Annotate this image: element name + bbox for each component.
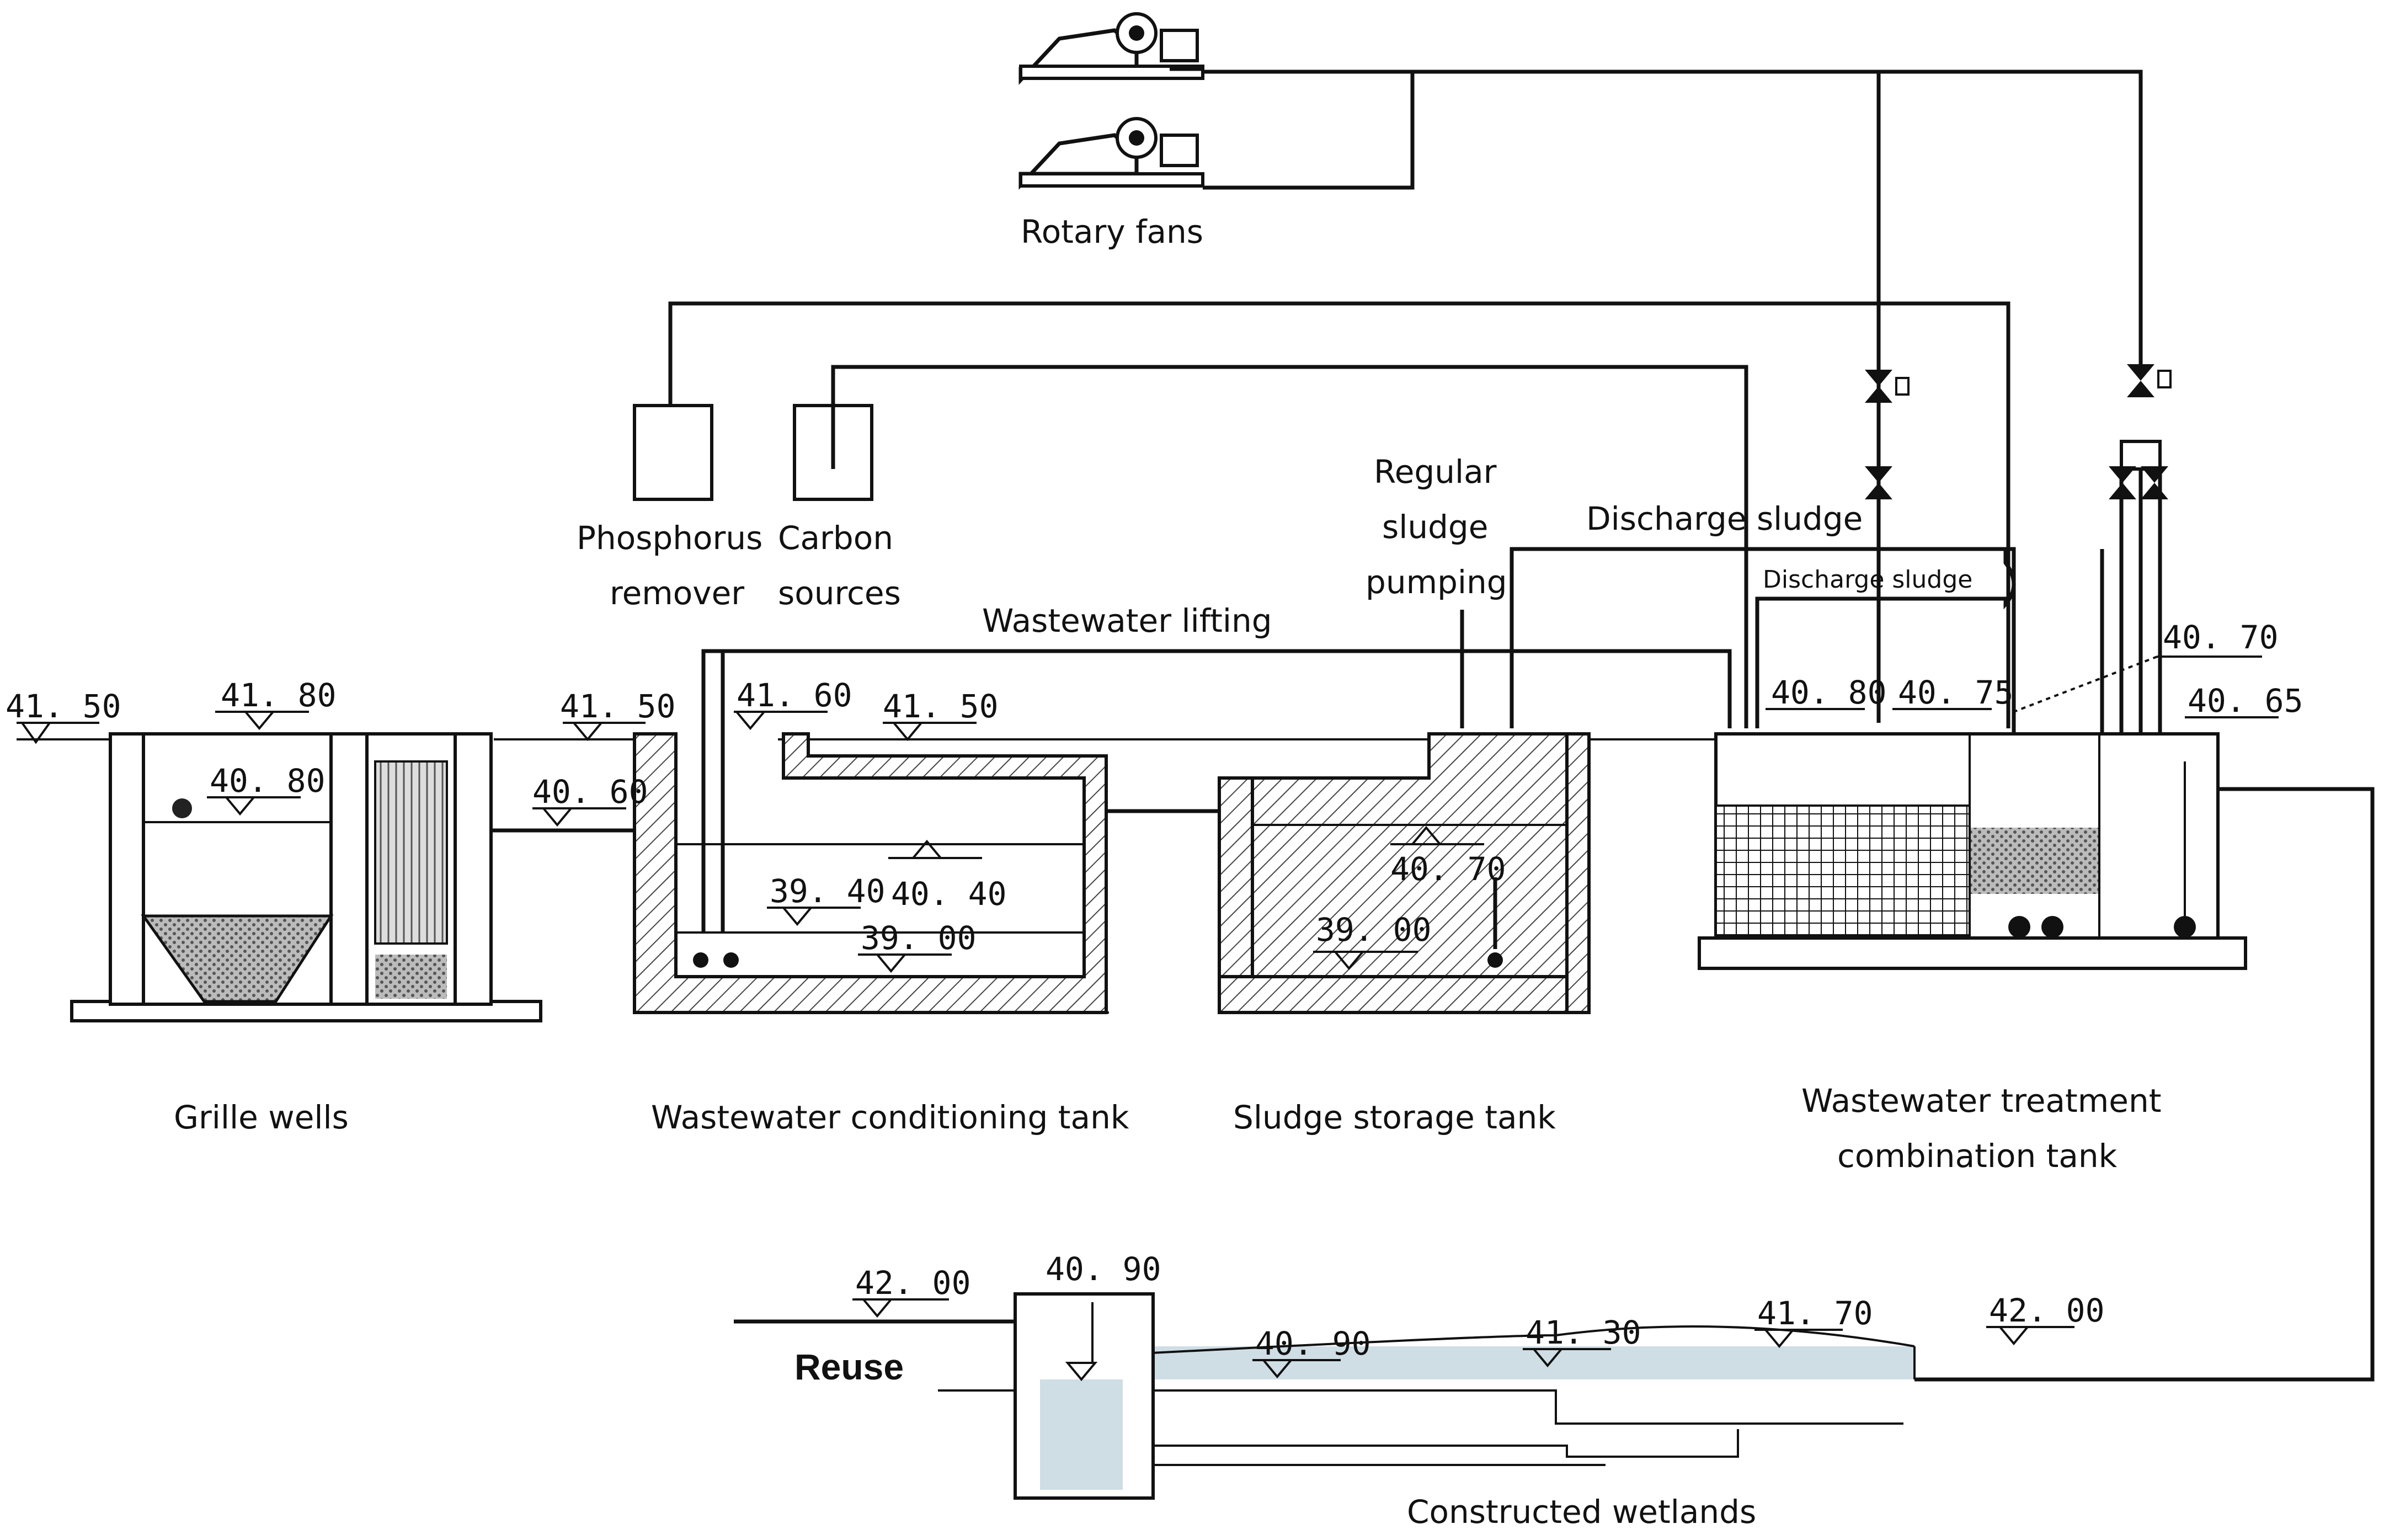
air-valves — [1865, 364, 2172, 784]
elevation-markers: 41. 50 41. 80 40. 80 41. 50 40. 60 41. 6… — [6, 619, 2303, 1382]
elev-sludge-water: 40. 70 — [1390, 825, 1506, 888]
elev-inlet: 40. 60 — [532, 773, 648, 827]
svg-text:41. 80: 41. 80 — [221, 676, 337, 714]
wastewater-lifting-pipe — [701, 649, 1732, 932]
regular-sludge-label-1: Regular — [1374, 453, 1497, 491]
elev-grille-water: 40. 80 — [207, 762, 326, 816]
elev-wet-4: 42. 00 — [1986, 1292, 2105, 1346]
regular-sludge-label-3: pumping — [1366, 563, 1507, 601]
sludge-storage-tank-label: Sludge storage tank — [1233, 1099, 1556, 1136]
svg-text:41. 50: 41. 50 — [883, 688, 999, 725]
constructed-wetlands — [1119, 1325, 1916, 1466]
svg-text:40. 90: 40. 90 — [1255, 1325, 1371, 1362]
treatment-tank-label-2: combination tank — [1837, 1137, 2118, 1175]
wastewater-lifting-label: Wastewater lifting — [982, 602, 1272, 640]
elev-grille-top: 41. 80 — [215, 676, 337, 731]
elev-wet-1: 40. 90 — [1252, 1325, 1371, 1379]
elev-wet-2: 41. 30 — [1523, 1314, 1641, 1368]
elev-ground-mid: 41. 50 — [560, 688, 676, 742]
grille-wells-label: Grille wells — [174, 1099, 349, 1136]
elev-cond-ground: 41. 50 — [883, 688, 999, 742]
elev-ground-left: 41. 50 — [6, 688, 121, 744]
svg-text:40. 90: 40. 90 — [1046, 1250, 1161, 1288]
svg-text:40. 70: 40. 70 — [1390, 850, 1506, 888]
phosphorus-label-1: Phosphorus — [577, 519, 762, 557]
svg-text:40. 70: 40. 70 — [2163, 619, 2279, 656]
carbon-label-1: Carbon — [778, 519, 893, 557]
svg-text:40. 80: 40. 80 — [1771, 674, 1887, 711]
sludge-storage-tank — [1218, 732, 1591, 1014]
elev-treat-a: 40. 80 — [1766, 674, 1887, 711]
elev-treat-b: 40. 75 — [1892, 674, 2014, 711]
svg-text:39. 40: 39. 40 — [770, 872, 886, 910]
constructed-wetlands-label: Constructed wetlands — [1407, 1493, 1756, 1531]
carbon-label-2: sources — [778, 574, 901, 612]
phosphorus-label-2: remover — [610, 574, 744, 612]
discharge-sludge-inner-label: Discharge sludge — [1763, 566, 1972, 594]
svg-text:42. 00: 42. 00 — [1989, 1292, 2105, 1329]
svg-text:40. 80: 40. 80 — [210, 762, 326, 800]
rotary-fan-2 — [1018, 117, 1204, 190]
svg-text:41. 50: 41. 50 — [560, 688, 676, 725]
elev-wet-well: 40. 90 — [1046, 1250, 1161, 1382]
elev-wet-3: 41. 70 — [1754, 1294, 1873, 1349]
elev-cond-top: 41. 60 — [734, 676, 852, 731]
regular-sludge-label-2: sludge — [1382, 508, 1488, 546]
grille-wells — [70, 732, 651, 1022]
svg-text:39. 00: 39. 00 — [1316, 911, 1432, 948]
conditioning-tank-label: Wastewater conditioning tank — [651, 1099, 1129, 1136]
elev-cond-bottom: 39. 00 — [858, 919, 977, 973]
elev-cond-high: 40. 40 — [888, 839, 1007, 913]
rotary-fan-1 — [1018, 12, 1204, 85]
elev-cond-low: 39. 40 — [767, 872, 886, 926]
discharge-sludge-inner-line — [1755, 549, 2016, 728]
elev-treat-c: 40. 70 — [2013, 619, 2279, 713]
svg-text:41. 30: 41. 30 — [1526, 1314, 1641, 1351]
phosphorus-remover-tank — [633, 404, 713, 501]
svg-text:39. 00: 39. 00 — [861, 919, 977, 957]
svg-text:40. 75: 40. 75 — [1898, 674, 2014, 711]
outlet-pipe — [1914, 787, 2375, 1382]
svg-text:40. 65: 40. 65 — [2188, 682, 2303, 720]
elev-sludge-bottom: 39. 00 — [1313, 911, 1432, 971]
rotary-fans-label: Rotary fans — [1021, 213, 1203, 251]
conditioning-tank — [633, 732, 1109, 1014]
treatment-combination-tank — [1698, 732, 2247, 970]
svg-text:41. 60: 41. 60 — [737, 676, 852, 714]
svg-text:42. 00: 42. 00 — [855, 1264, 971, 1302]
treatment-tank-label-1: Wastewater treatment — [1801, 1082, 2161, 1120]
discharge-sludge-label: Discharge sludge — [1586, 500, 1863, 537]
svg-text:40. 40: 40. 40 — [891, 875, 1007, 913]
svg-text:41. 50: 41. 50 — [6, 688, 121, 725]
elev-wet-reuse-level: 42. 00 — [852, 1264, 971, 1318]
phosphorus-dosing-pipe — [668, 301, 2010, 728]
reuse-label: Reuse — [794, 1346, 904, 1387]
reuse-well — [734, 1292, 1155, 1500]
svg-text:41. 70: 41. 70 — [1757, 1294, 1873, 1332]
svg-text:40. 60: 40. 60 — [532, 773, 648, 811]
elev-treat-d: 40. 65 — [2185, 682, 2303, 720]
